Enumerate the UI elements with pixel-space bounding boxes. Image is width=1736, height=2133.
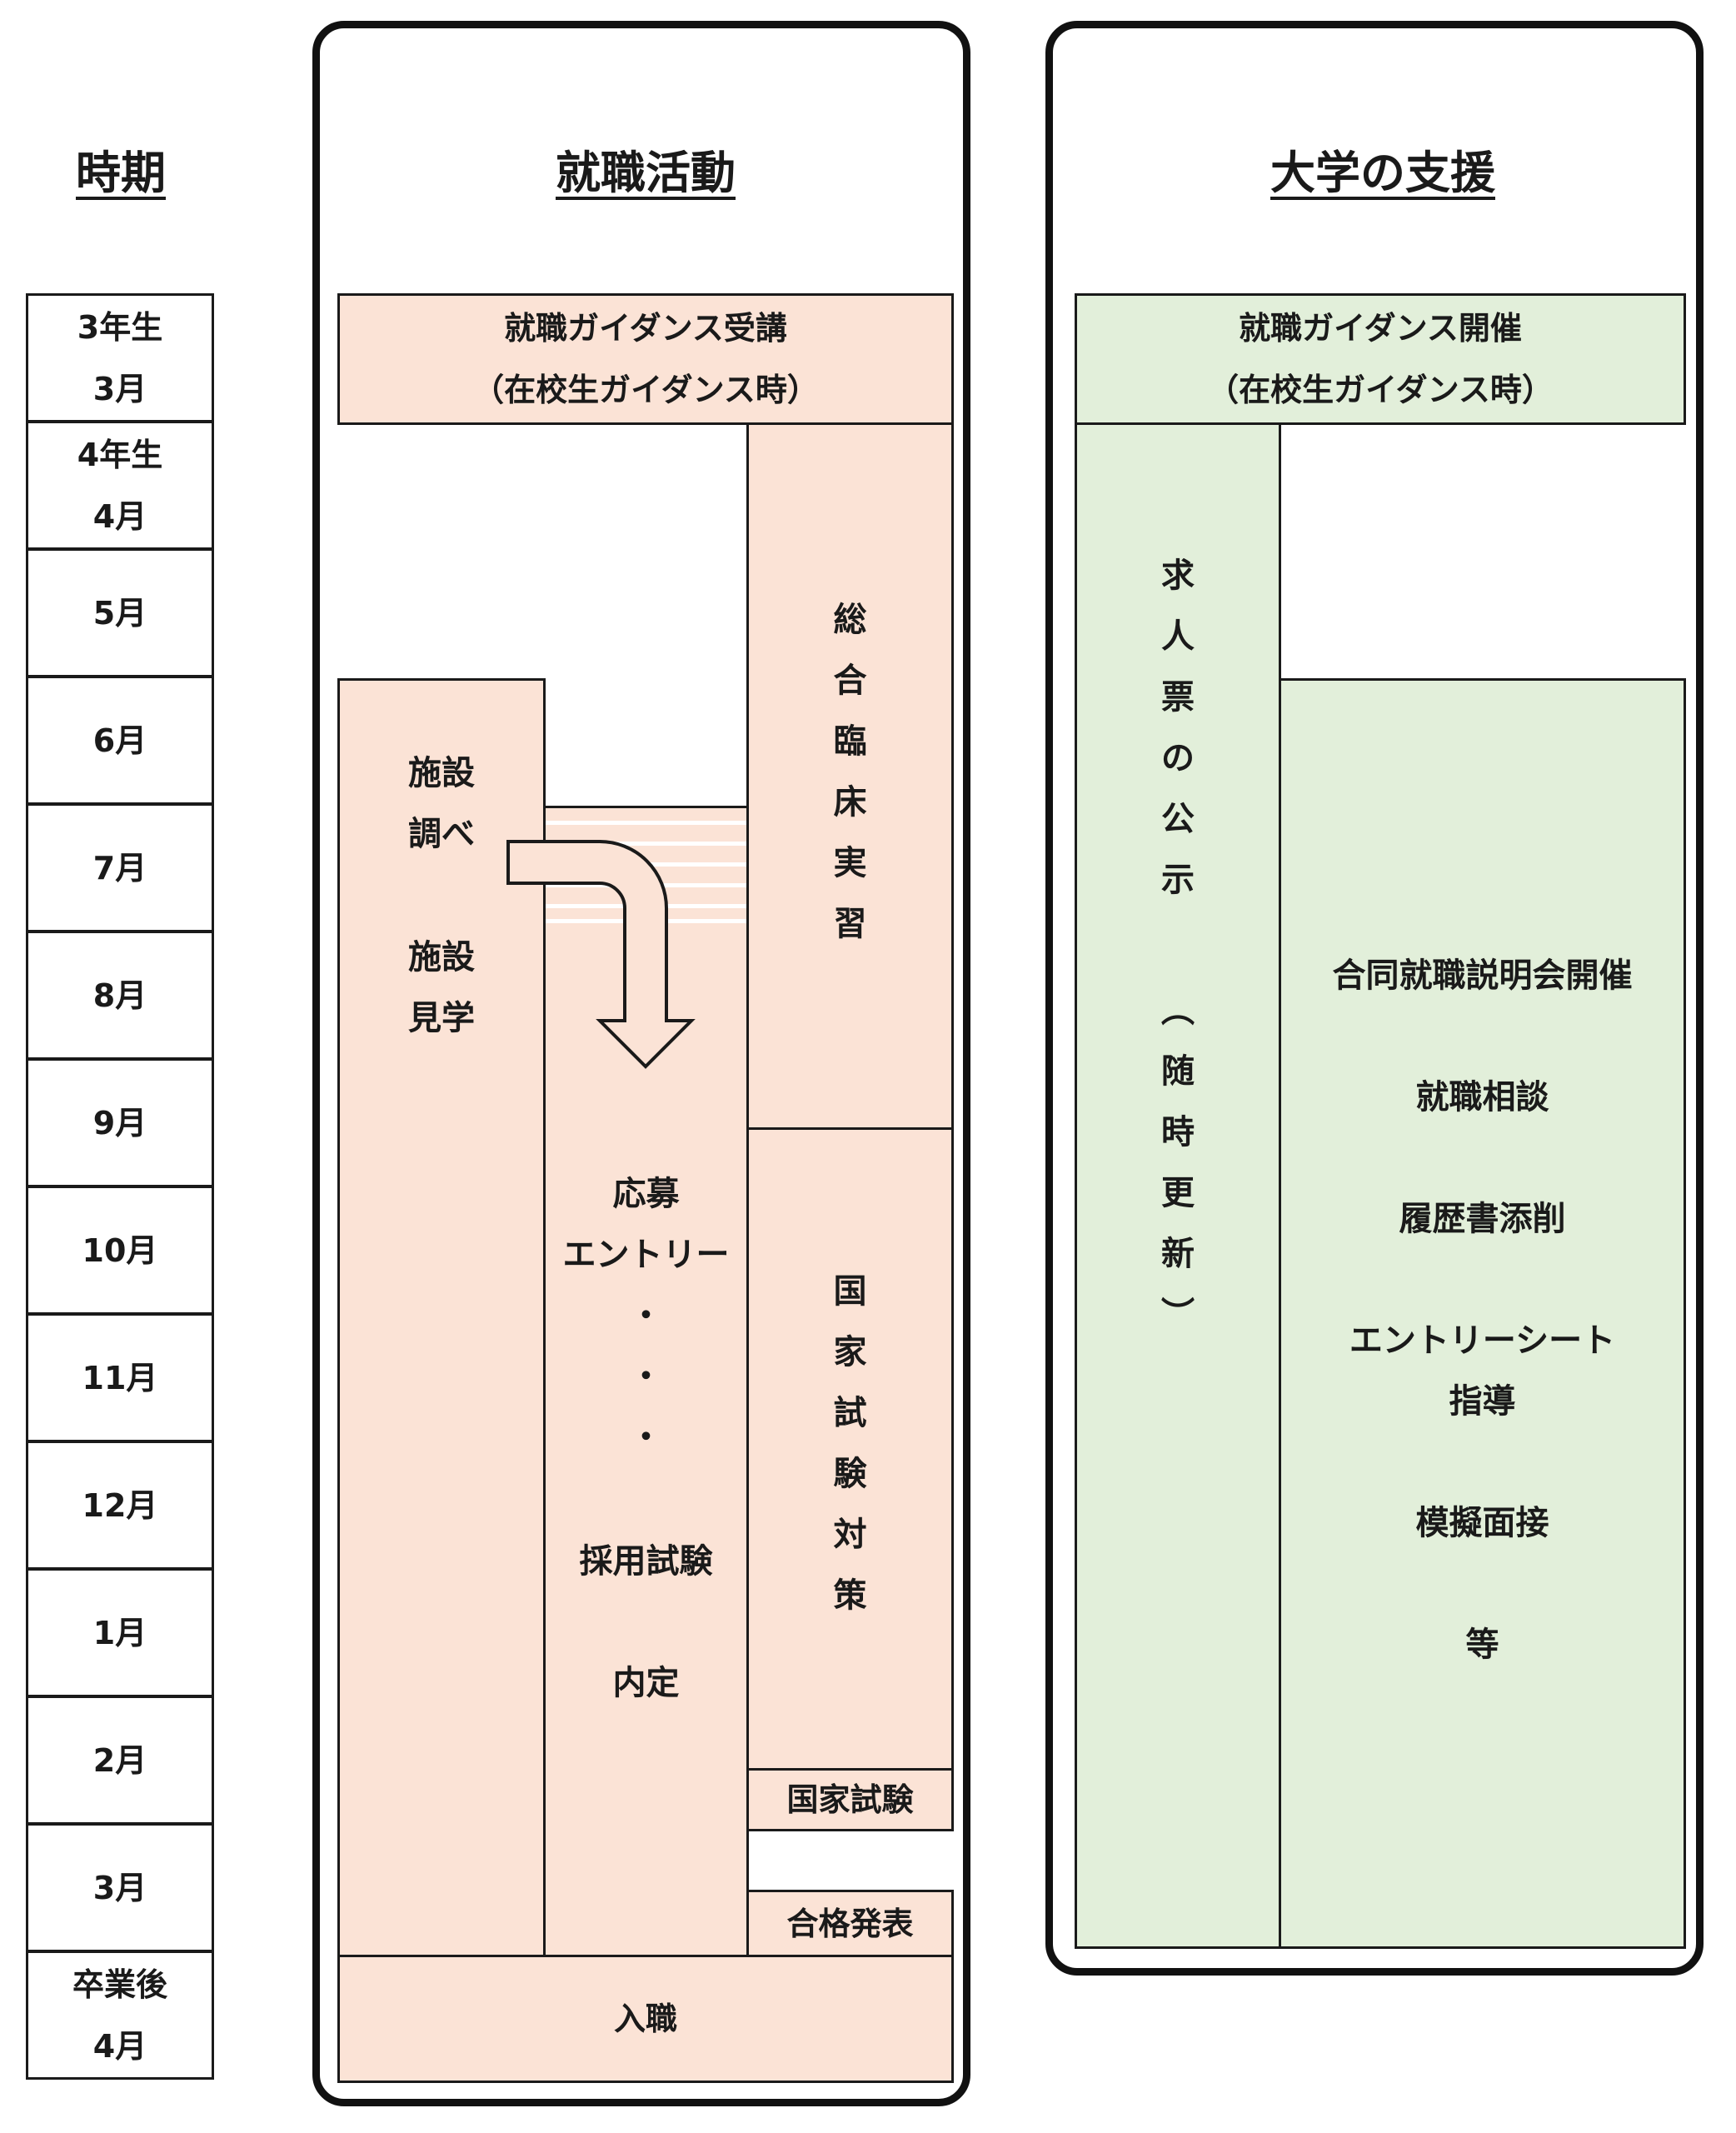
job-offer-text: 内定 <box>612 1664 680 1702</box>
facility-research-text: 施設 調べ <box>408 754 475 853</box>
support-header: 大学の支援 <box>1270 147 1495 199</box>
timeline-label: 9月 <box>92 1104 147 1141</box>
support-guidance-box: 就職ガイダンス開催 （在校生ガイダンス時） <box>1075 293 1686 425</box>
period-header: 時期 <box>76 147 166 199</box>
timeline-item: 8月 <box>26 931 214 1060</box>
timeline-item: 6月 <box>26 676 214 805</box>
stripe-decoration <box>546 821 746 825</box>
activity-header: 就職活動 <box>556 147 736 199</box>
results-box: 合格発表 <box>746 1890 954 1957</box>
timeline-label: 10月 <box>82 1231 158 1269</box>
timeline-item: 7月 <box>26 803 214 932</box>
timeline-label: 3月 <box>92 370 147 407</box>
exam-prep-text: 国 家 試 験 対 策 <box>833 1272 867 1615</box>
employment-text: 入職 <box>613 2001 677 2037</box>
timeline-label: 3月 <box>92 1869 147 1906</box>
timeline-label: 4年生 <box>77 436 163 473</box>
timeline-item: 10月 <box>26 1186 214 1315</box>
recruitment-exam-text: 採用試験 <box>579 1542 713 1581</box>
stripe-decoration <box>546 842 746 846</box>
job-postings-column <box>1075 422 1281 1949</box>
support-service-item: エントリーシート <box>1349 1321 1616 1360</box>
timeline-item: 4年生 4月 <box>26 421 214 550</box>
timeline-item: 9月 <box>26 1058 214 1187</box>
job-postings-text: 求 人 票 の 公 示 <box>1161 557 1195 899</box>
exam-prep-box <box>746 1127 954 1771</box>
activity-guidance-line2: （在校生ガイダンス時） <box>472 372 819 408</box>
timeline-item: 1月 <box>26 1568 214 1697</box>
support-services-box <box>1279 678 1686 1949</box>
timeline-label: 卒業後 <box>72 1966 167 2003</box>
timeline-item: 卒業後 4月 <box>26 1951 214 2080</box>
support-guidance-line2: （在校生ガイダンス時） <box>1207 372 1554 408</box>
clinical-training-box <box>746 422 954 1130</box>
application-line2: エントリー <box>562 1236 730 1274</box>
continuation-dots: ・ ・ ・ <box>629 1296 663 1456</box>
timeline-label: 5月 <box>92 594 147 632</box>
support-service-item: 等 <box>1465 1626 1499 1664</box>
activity-guidance-line1: 就職ガイダンス受講 <box>504 310 787 347</box>
support-service-item: 模擬面接 <box>1415 1504 1549 1542</box>
facility-column <box>337 678 546 1957</box>
timeline-item: 5月 <box>26 548 214 677</box>
clinical-training-text: 総 合 臨 床 実 習 <box>833 601 867 943</box>
timeline-label: 8月 <box>92 977 147 1014</box>
activity-guidance-box: 就職ガイダンス受講 （在校生ガイダンス時） <box>337 293 954 425</box>
timeline-label: 2月 <box>92 1741 147 1779</box>
support-guidance-line1: 就職ガイダンス開催 <box>1239 310 1522 347</box>
job-postings-note-text: ︵ 随 時 更 新 ︶ <box>1161 992 1195 1334</box>
timeline-item: 2月 <box>26 1696 214 1825</box>
results-text: 合格発表 <box>786 1905 914 1942</box>
timeline-label: 12月 <box>82 1486 158 1524</box>
timeline-label: 3年生 <box>77 308 163 346</box>
support-service-item: 合同就職説明会開催 <box>1332 957 1633 995</box>
timeline-label: 4月 <box>92 497 147 535</box>
timeline-label: 1月 <box>92 1614 147 1651</box>
application-line1: 応募 <box>612 1175 680 1213</box>
timeline-label: 11月 <box>82 1359 158 1396</box>
timeline-label: 4月 <box>92 2027 147 2065</box>
support-service-item: 就職相談 <box>1415 1078 1549 1116</box>
timeline-label: 7月 <box>92 849 147 887</box>
timeline-item: 12月 <box>26 1441 214 1570</box>
curved-arrow-icon <box>506 840 696 1069</box>
timeline-item: 11月 <box>26 1313 214 1442</box>
timeline-item: 3月 <box>26 1823 214 1952</box>
national-exam-text: 国家試験 <box>786 1781 914 1818</box>
timeline-item: 3年生 3月 <box>26 293 214 422</box>
national-exam-box: 国家試験 <box>746 1768 954 1831</box>
employment-box: 入職 <box>337 1955 954 2083</box>
support-service-item: 履歴書添削 <box>1399 1200 1566 1238</box>
timeline-label: 6月 <box>92 722 147 759</box>
support-service-item: 指導 <box>1449 1382 1516 1421</box>
facility-visit-text: 施設 見学 <box>408 938 475 1037</box>
